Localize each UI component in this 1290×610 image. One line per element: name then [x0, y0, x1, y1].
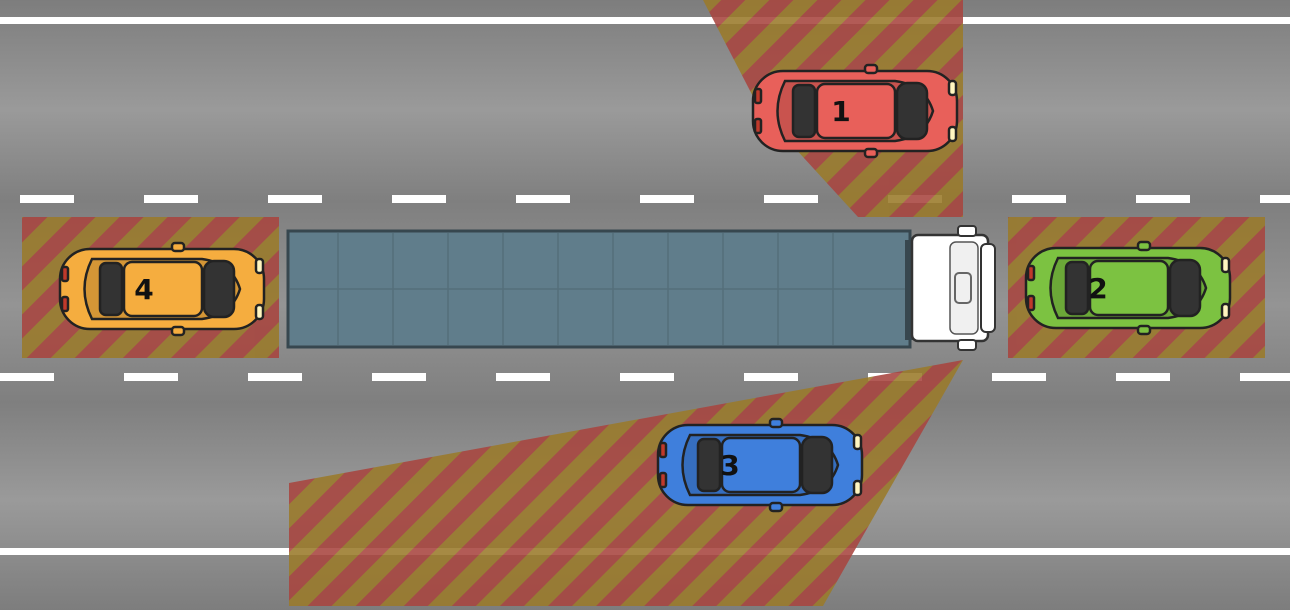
- truck: [286, 225, 996, 351]
- blind-spot-zone-3: [289, 360, 963, 606]
- car-label-4: 4: [134, 273, 153, 306]
- car-top-view-icon: [58, 241, 266, 337]
- car-top-view-icon: [1024, 240, 1232, 336]
- car-top-view-icon: [751, 63, 959, 159]
- car-3: 3: [656, 417, 864, 513]
- car-1: 1: [751, 63, 959, 159]
- car-top-view-icon: [656, 417, 864, 513]
- car-label-2: 2: [1088, 272, 1107, 305]
- car-2: 2: [1024, 240, 1232, 336]
- car-4: 4: [58, 241, 266, 337]
- top-edge-line: [0, 17, 1290, 24]
- trailer-panel-lines: [290, 233, 908, 345]
- car-label-1: 1: [831, 95, 850, 128]
- car-label-3: 3: [720, 449, 739, 482]
